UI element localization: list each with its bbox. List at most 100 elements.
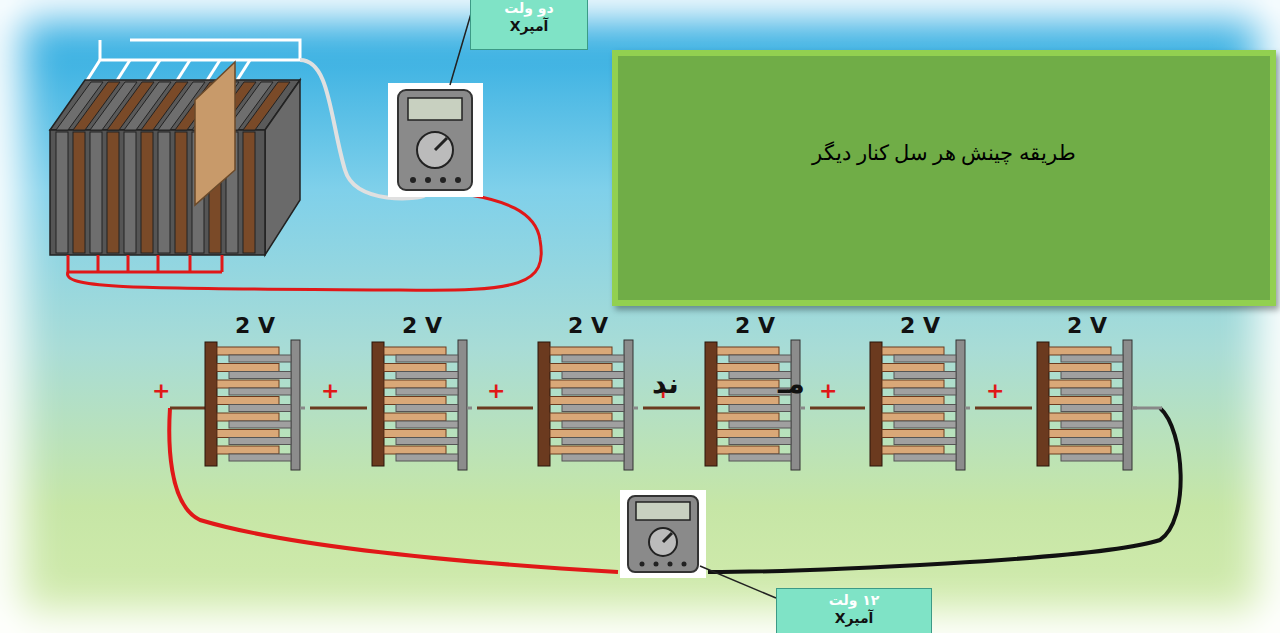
plate-stroke [396, 355, 458, 362]
plate-stroke [124, 132, 136, 253]
plate-stroke [894, 355, 956, 362]
terminal-wire [633, 407, 638, 410]
plate-stroke [217, 446, 279, 454]
negative-bar [458, 340, 467, 470]
plate-stroke [56, 132, 68, 253]
positive-bar [372, 342, 384, 466]
plate-stroke [1049, 347, 1111, 355]
black-wire [708, 408, 1181, 572]
plate-stroke [717, 397, 779, 405]
plate-stroke [882, 380, 944, 388]
multimeter [620, 490, 706, 578]
negative-bar [624, 340, 633, 470]
plate-stroke [396, 438, 458, 445]
node-text: طریقه چینش هر سل کنار دیگر [812, 141, 1075, 166]
negative-bar [956, 340, 965, 470]
series-wire [477, 407, 533, 410]
title-panel: طریقه چینش هر سل کنار دیگر [612, 50, 1276, 306]
plate-stroke [894, 388, 956, 395]
multimeter [388, 83, 483, 197]
plate-stroke [562, 388, 624, 395]
plate-stroke [396, 388, 458, 395]
node-text: آمپرX [477, 17, 581, 35]
plate-stroke [396, 372, 458, 379]
plate-stroke [384, 446, 446, 454]
terminal-wire [965, 407, 970, 410]
plate-stroke [550, 380, 612, 388]
plate-stroke [717, 380, 779, 388]
terminal-wire [467, 407, 472, 410]
terminal-wire [800, 407, 805, 410]
polarity-sign: + [819, 380, 837, 402]
plate-stroke [1061, 372, 1123, 379]
plate-stroke [894, 421, 956, 428]
node-text: ۱۲ ولت [783, 591, 925, 609]
plate-stroke [384, 430, 446, 438]
plate-stroke [1061, 355, 1123, 362]
cell-node: 2 V [865, 312, 975, 474]
plate-stroke [1049, 446, 1111, 454]
plate-stroke [717, 446, 779, 454]
plate-stroke [243, 82, 290, 130]
plate-stroke [229, 454, 291, 461]
reading-box: ۱۲ ولتآمپرX [776, 588, 932, 633]
terminal-wire [1133, 407, 1162, 410]
plate-stroke [717, 430, 779, 438]
plate-stroke [396, 421, 458, 428]
cell-node: 2 V [1032, 312, 1142, 474]
plate-stroke [729, 355, 791, 362]
node-text: 2 V [533, 314, 643, 338]
plate-stroke [158, 132, 170, 253]
plate-stroke [882, 347, 944, 355]
plate-stroke [894, 454, 956, 461]
red-wire [169, 408, 618, 572]
plate-stroke [550, 364, 612, 372]
plate-stroke [562, 355, 624, 362]
plate-stroke [1049, 413, 1111, 421]
text-fragment: مـ [778, 368, 805, 400]
positive-bar [870, 342, 882, 466]
plate-stroke [894, 438, 956, 445]
plate-stroke [550, 430, 612, 438]
positive-bar [205, 342, 217, 466]
plate-stroke [1049, 364, 1111, 372]
positive-bar [705, 342, 717, 466]
plate-stroke [729, 438, 791, 445]
plate-stroke [882, 397, 944, 405]
polarity-sign: + [152, 380, 170, 402]
plate-stroke [1049, 430, 1111, 438]
plate-stroke [217, 347, 279, 355]
leader-line [700, 566, 776, 598]
plate-stroke [717, 413, 779, 421]
plate-stroke [396, 454, 458, 461]
plate-stroke [217, 397, 279, 405]
series-wire [310, 407, 367, 410]
series-wire [810, 407, 865, 410]
plate-stroke [550, 446, 612, 454]
separator-plate [195, 62, 235, 205]
plate-stroke [229, 438, 291, 445]
plate-stroke [882, 413, 944, 421]
plate-stroke [729, 454, 791, 461]
plate-stroke [717, 347, 779, 355]
plate-stroke [729, 421, 791, 428]
plate-stroke [229, 405, 291, 412]
reading-box: دو ولتآمپرX [470, 0, 588, 50]
plate-stroke [217, 380, 279, 388]
plate-stroke [550, 413, 612, 421]
plate-stroke [729, 405, 791, 412]
plate-stroke [107, 132, 119, 253]
plate-stroke [562, 372, 624, 379]
plate-stroke [1061, 405, 1123, 412]
cell-node: 2 V [533, 312, 643, 474]
node-text: 2 V [200, 314, 310, 338]
plate-stroke [562, 421, 624, 428]
plate-stroke [562, 438, 624, 445]
positive-bar [538, 342, 550, 466]
node-text: 2 V [700, 314, 810, 338]
series-wire [643, 407, 700, 410]
plate-stroke [894, 372, 956, 379]
battery-block [50, 62, 300, 255]
plate-stroke [384, 380, 446, 388]
plate-stroke [882, 446, 944, 454]
